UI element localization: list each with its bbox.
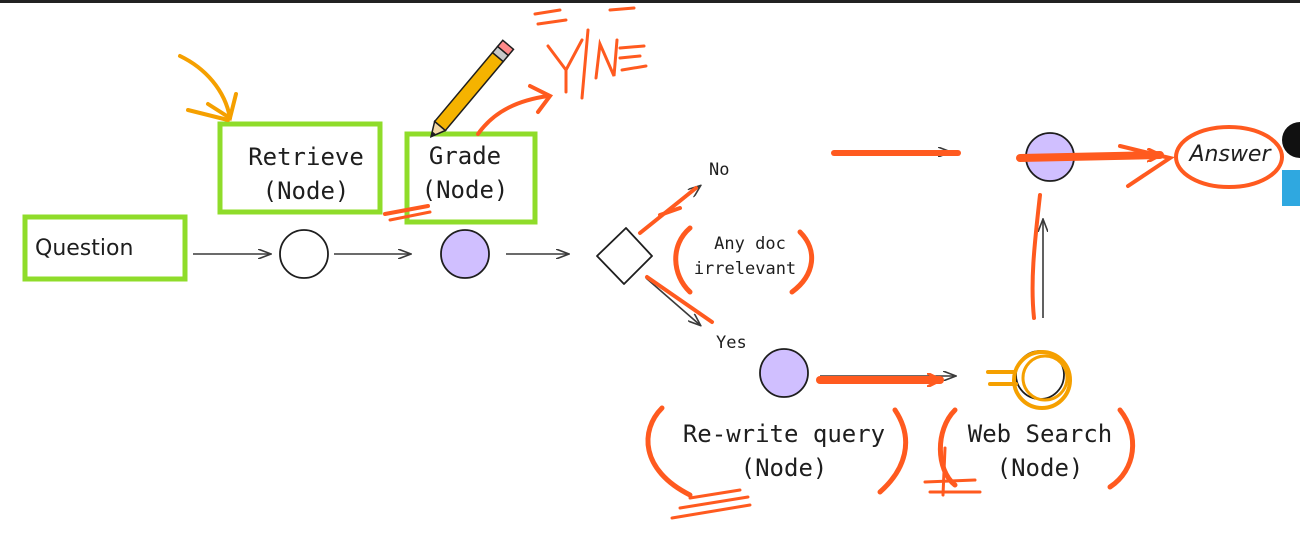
rewrite-node-circle (759, 348, 809, 398)
answer-label: Answer (1189, 142, 1271, 167)
decision-condition-line1: Any doc (714, 234, 786, 254)
top-border (0, 0, 1300, 3)
question-box (22, 214, 188, 282)
rewrite-label-line1: Re-write query (682, 420, 886, 448)
retrieve-pointer-annotation (178, 54, 238, 122)
orange-annotations (383, 6, 1284, 520)
grade-node-circle (440, 229, 490, 279)
decision-condition-line2: irrelevant (693, 259, 797, 279)
arrow-decision-yes (645, 277, 700, 325)
websearch-label-line2: (Node) (996, 454, 1084, 482)
pencil-icon (429, 39, 515, 139)
decision-diamond (596, 227, 653, 285)
retrieve-label-line2: (Node) (262, 177, 350, 205)
grade-box (404, 131, 538, 225)
question-label: Question (35, 236, 134, 261)
grade-label-line1: Grade (428, 142, 502, 170)
side-tab-blue[interactable] (1282, 170, 1300, 206)
retrieve-node-circle (279, 229, 329, 279)
decision-yes-label: Yes (716, 333, 747, 353)
rewrite-label-line2: (Node) (740, 454, 828, 482)
websearch-label-line1: Web Search (967, 420, 1113, 448)
retrieve-box (217, 121, 383, 215)
answer-circle-highlight (1174, 125, 1284, 189)
grade-label-line2: (Node) (421, 176, 509, 204)
retrieve-label-line1: Retrieve (248, 143, 364, 171)
decision-no-label: No (709, 160, 730, 180)
chat-widget-icon[interactable] (1282, 122, 1300, 158)
